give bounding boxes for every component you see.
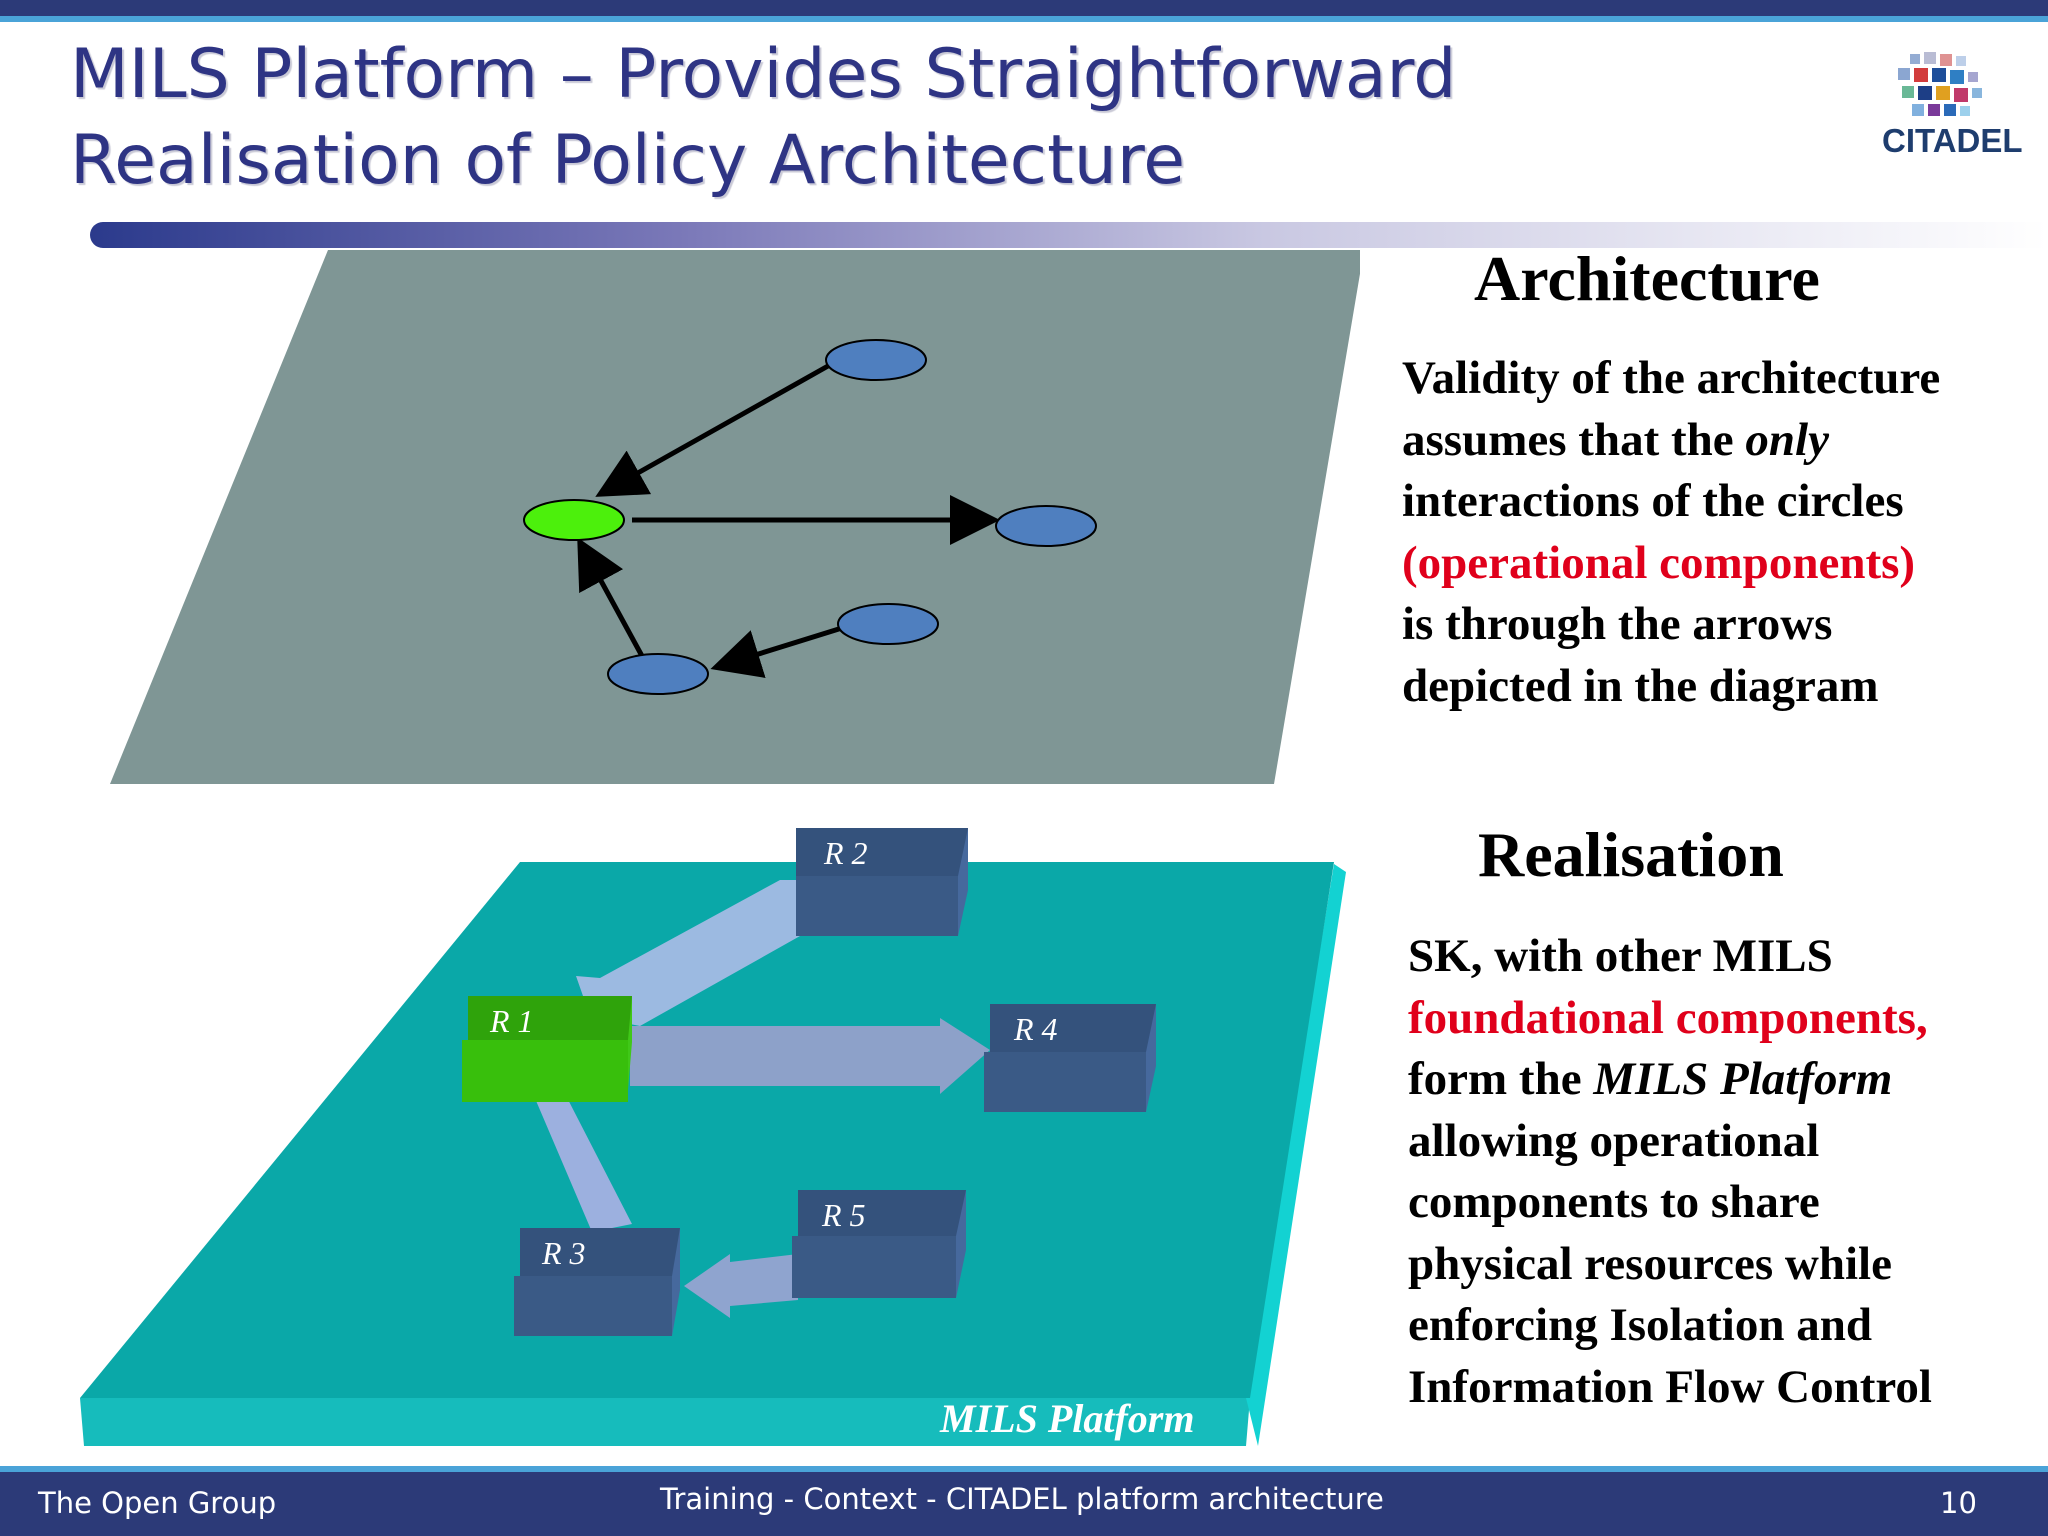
node-right — [995, 505, 1097, 547]
realisation-line-6: physical resources while — [1408, 1237, 1892, 1290]
box-r3 — [514, 1228, 680, 1336]
realisation-line-3: form the MILS Platform — [1408, 1049, 1932, 1111]
platform-right-side — [1246, 864, 1346, 1446]
platform-label: MILS Platform — [939, 1396, 1194, 1441]
footer-organisation: The Open Group — [38, 1486, 277, 1520]
node-bottom — [607, 653, 709, 695]
architecture-text: Validity of the architecture assumes tha… — [1402, 348, 1940, 717]
box-r4 — [984, 1004, 1156, 1112]
citadel-logo-icon — [1898, 52, 1982, 116]
node-top — [825, 339, 927, 381]
top-bar-accent — [0, 16, 2048, 22]
realisation-heading: Realisation — [1478, 819, 1784, 890]
architecture-line-4: (operational components) — [1402, 536, 1916, 589]
box-r5-label: R 5 — [821, 1197, 866, 1233]
footer-bar: The Open Group Training - Context - CITA… — [0, 1472, 2048, 1536]
mils-platform-plane — [80, 862, 1334, 1398]
node-green — [523, 499, 625, 541]
box-r1-label: R 1 — [489, 1003, 534, 1039]
logo-wordmark: CITADEL — [1882, 122, 2023, 159]
box-r4-label: R 4 — [1013, 1011, 1058, 1047]
flow-arrow-r1-r4 — [630, 1018, 990, 1094]
architecture-plane — [110, 250, 1360, 784]
architecture-line-5: is through the arrows — [1402, 598, 1833, 650]
box-r2-label: R 2 — [823, 835, 868, 871]
top-bar — [0, 0, 2048, 16]
realisation-line-5: components to share — [1408, 1176, 1820, 1228]
footer-course-title: Training - Context - CITADEL platform ar… — [660, 1482, 1384, 1516]
realisation-line-3-emph: MILS Platform — [1593, 1053, 1893, 1105]
box-r3-label: R 3 — [541, 1235, 586, 1271]
title-underline-bar — [90, 222, 2048, 248]
flow-arrow-r3-r1 — [520, 1064, 632, 1232]
realisation-line-7: enforcing Isolation and — [1408, 1299, 1872, 1351]
arrow-top-to-green — [595, 363, 830, 497]
realisation-line-3a: form the — [1408, 1053, 1594, 1105]
slide-title-line-2: Realisation of Policy Architecture — [70, 121, 1186, 200]
architecture-line-2-emph: only — [1745, 413, 1829, 466]
architecture-line-1: Validity of the architecture — [1402, 352, 1941, 404]
architecture-line-2: assumes that the only — [1402, 410, 1940, 472]
architecture-diagram: R 2 R 1 R 4 R 5 R 3 MILS Platform — [80, 250, 1360, 1446]
architecture-heading: Architecture — [1474, 243, 1820, 314]
arrow-bottom-to-green — [577, 537, 645, 658]
realisation-text: SK, with other MILS foundational compone… — [1408, 926, 1932, 1418]
arrow-lowright-to-bottom — [710, 625, 843, 678]
architecture-line-6: depicted in the diagram — [1402, 659, 1879, 712]
realisation-line-8: Information Flow Control — [1408, 1360, 1932, 1413]
realisation-line-4: allowing operational — [1408, 1114, 1820, 1167]
architecture-line-3: interactions of the circles — [1402, 475, 1904, 527]
realisation-line-1: SK, with other MILS — [1408, 930, 1833, 982]
slide-title: MILS Platform – Provides Straightforward… — [70, 32, 1870, 204]
realisation-line-2: foundational components, — [1408, 991, 1928, 1044]
flow-arrow-r5-r3 — [684, 1254, 798, 1318]
platform-side — [80, 1398, 1250, 1446]
architecture-line-2a: assumes that the — [1402, 413, 1746, 466]
footer-accent — [0, 1466, 2048, 1472]
slide-number: 10 — [1940, 1486, 1977, 1520]
box-r1 — [462, 996, 632, 1102]
slide-title-line-1: MILS Platform – Provides Straightforward — [70, 35, 1457, 114]
box-r2 — [796, 828, 968, 936]
flow-arrow-r2-r1 — [576, 880, 800, 1026]
node-lower-right — [837, 603, 939, 645]
box-r5 — [792, 1190, 966, 1298]
